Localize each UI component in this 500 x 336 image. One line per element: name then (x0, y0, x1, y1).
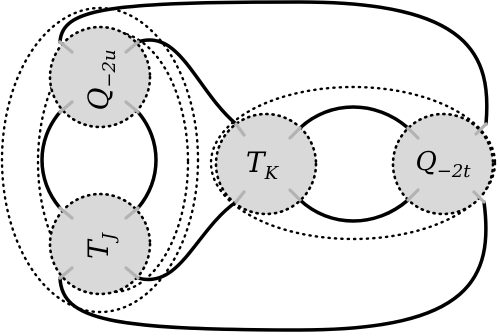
tangle-label: Q−2t (415, 147, 471, 182)
tangle-label: TJ (82, 231, 120, 259)
tangle-q-minus-2u: Q−2u (48, 25, 152, 129)
upper-left-to-center-strand (136, 38, 238, 126)
tangle-label: TK (246, 146, 280, 184)
inner-left-dotted-ellipse (36, 30, 190, 294)
tangle-label: Q−2u (82, 49, 120, 110)
top-outer-arc (58, 0, 489, 126)
tangle-t-j: TJ (48, 192, 152, 296)
right-dotted-ellipse (209, 85, 497, 241)
lower-left-to-center-strand (136, 200, 238, 282)
bottom-outer-arc (58, 200, 488, 332)
right-loop-bottom-arc (298, 198, 410, 223)
left-loop-right-arc (136, 110, 158, 210)
outer-left-dotted-ellipse (0, 6, 200, 314)
tangle-q-minus-2t: Q−2t (391, 112, 495, 216)
right-loop-top-arc (298, 105, 410, 130)
tangle-t-k: TK (214, 112, 318, 216)
left-loop-left-arc (40, 110, 62, 210)
